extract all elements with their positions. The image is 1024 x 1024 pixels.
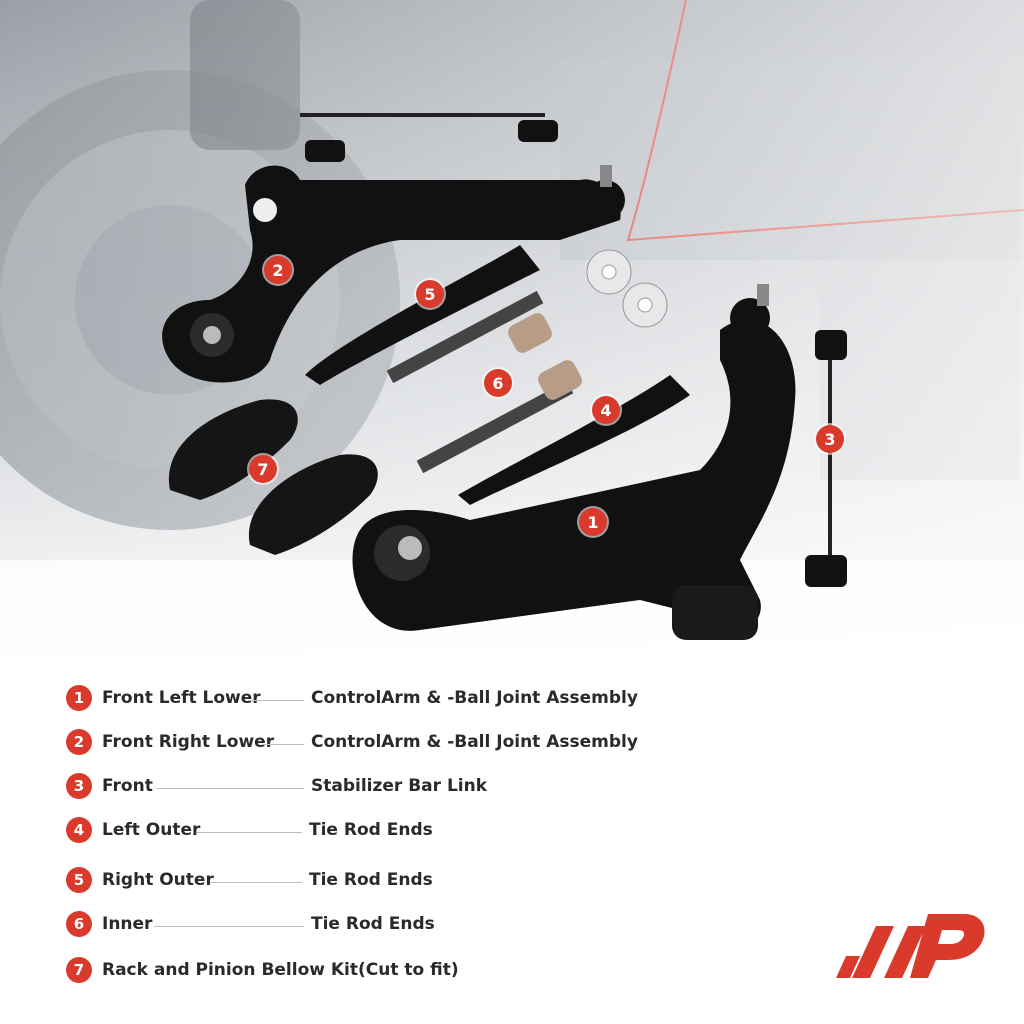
legend-divider bbox=[262, 744, 304, 745]
legend-part-name: Tie Rod Ends bbox=[309, 870, 433, 890]
legend-position: Inner bbox=[102, 914, 153, 934]
washers-part bbox=[586, 249, 668, 328]
legend-divider bbox=[196, 832, 302, 833]
legend-position: Front Left Lower bbox=[102, 688, 261, 708]
bellows-part bbox=[168, 399, 378, 555]
a-premium-logo-icon bbox=[836, 914, 985, 978]
legend-item-6: 6 Inner Tie Rod Ends bbox=[66, 910, 686, 940]
badge-part-4: 4 bbox=[592, 396, 620, 424]
legend-item-5: 5 Right Outer Tie Rod Ends bbox=[66, 866, 686, 896]
legend-part-name: Tie Rod Ends bbox=[311, 914, 435, 934]
legend-position: Front Right Lower bbox=[102, 732, 275, 752]
badge-part-6: 6 bbox=[484, 369, 512, 397]
product-scene bbox=[0, 0, 1024, 680]
legend-part-name: Tie Rod Ends bbox=[309, 820, 433, 840]
badge-part-3: 3 bbox=[816, 425, 844, 453]
legend-divider bbox=[248, 700, 304, 701]
badge-part-7: 7 bbox=[249, 455, 277, 483]
badge-part-1: 1 bbox=[579, 508, 607, 536]
legend-position: Rack and Pinion Bellow Kit(Cut to fit) bbox=[102, 960, 459, 980]
badge-part-2: 2 bbox=[264, 256, 292, 284]
legend-item-7: 7 Rack and Pinion Bellow Kit(Cut to fit) bbox=[66, 956, 686, 986]
control-arm-right-part bbox=[162, 165, 625, 383]
legend-item-1: 1 Front Left Lower ControlArm & -Ball Jo… bbox=[66, 684, 686, 714]
legend-number: 2 bbox=[66, 729, 92, 755]
legend-number: 7 bbox=[66, 957, 92, 983]
stabilizer-links-part bbox=[300, 113, 847, 587]
legend-position: Left Outer bbox=[102, 820, 201, 840]
legend-position: Right Outer bbox=[102, 870, 214, 890]
legend-divider bbox=[154, 926, 304, 927]
legend-number: 6 bbox=[66, 911, 92, 937]
legend-item-2: 2 Front Right Lower ControlArm & -Ball J… bbox=[66, 728, 686, 758]
legend-part-name: ControlArm & -Ball Joint Assembly bbox=[311, 732, 638, 752]
legend-number: 1 bbox=[66, 685, 92, 711]
legend-number: 4 bbox=[66, 817, 92, 843]
tie-rods-part bbox=[305, 245, 690, 505]
legend-item-4: 4 Left Outer Tie Rod Ends bbox=[66, 816, 686, 846]
legend-number: 3 bbox=[66, 773, 92, 799]
legend-part-name: Stabilizer Bar Link bbox=[311, 776, 488, 796]
legend-divider bbox=[210, 882, 302, 883]
control-arm-left-part bbox=[352, 284, 796, 640]
legend-divider bbox=[156, 788, 304, 789]
legend-item-3: 3 Front Stabilizer Bar Link bbox=[66, 772, 686, 802]
legend-position: Front bbox=[102, 776, 153, 796]
badge-part-5: 5 bbox=[416, 280, 444, 308]
legend-part-name: ControlArm & -Ball Joint Assembly bbox=[311, 688, 638, 708]
legend-number: 5 bbox=[66, 867, 92, 893]
